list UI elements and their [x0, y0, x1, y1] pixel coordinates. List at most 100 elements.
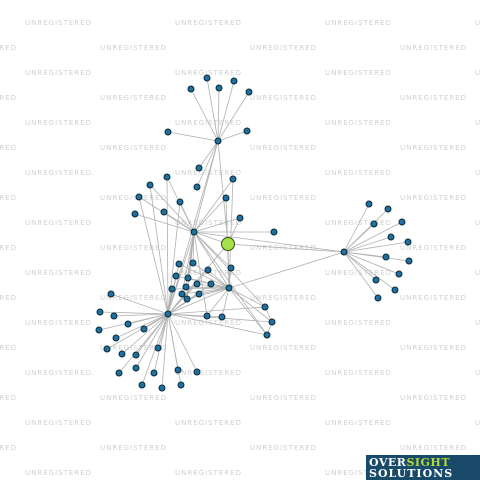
graph-node [387, 233, 395, 241]
graph-hub-node [164, 310, 172, 318]
graph-node [230, 77, 238, 85]
graph-node [135, 193, 143, 201]
watermark-text: UNREGISTERED [250, 94, 317, 102]
watermark-text: UNREGISTERED [250, 194, 317, 202]
graph-edge [196, 140, 219, 188]
graph-edge [343, 221, 403, 253]
watermark-text: UNREGISTERED [325, 269, 392, 277]
graph-node [172, 272, 180, 280]
graph-node [107, 290, 115, 298]
graph-hub-node [225, 284, 233, 292]
graph-edge [228, 287, 266, 308]
logo-word-sight: SIGHT [406, 456, 451, 469]
graph-node [146, 181, 154, 189]
graph-node [184, 274, 192, 282]
watermark-text: UNREGISTERED [25, 169, 92, 177]
graph-node [384, 205, 392, 213]
graph-node [182, 283, 190, 291]
graph-edge [153, 313, 169, 374]
watermark-text: UNREGISTERED [0, 244, 17, 252]
watermark-text: UNREGISTERED [100, 94, 167, 102]
graph-edge [343, 203, 370, 253]
graph-node [203, 74, 211, 82]
graph-edge [181, 231, 195, 295]
graph-edge [167, 287, 230, 315]
graph-edge [115, 313, 169, 339]
graph-node [177, 381, 185, 389]
graph-node [118, 350, 126, 358]
graph-edge [193, 197, 227, 233]
graph-edge [110, 293, 169, 315]
watermark-text: UNREGISTERED [250, 144, 317, 152]
watermark-text: UNREGISTERED [25, 469, 92, 477]
graph-node [207, 280, 215, 288]
graph-edge [217, 87, 220, 142]
graph-edge [221, 287, 230, 318]
graph-edge [190, 88, 219, 142]
graph-node [193, 280, 201, 288]
graph-edge [99, 311, 169, 315]
graph-edge [193, 231, 345, 253]
graph-node [222, 194, 230, 202]
watermark-text: UNREGISTERED [400, 94, 467, 102]
graph-node [103, 345, 111, 353]
watermark-text: UNREGISTERED [25, 419, 92, 427]
graph-hub-node [340, 248, 348, 256]
graph-edge [206, 77, 219, 142]
graph-node [203, 312, 211, 320]
watermark-text: UNREGISTERED [25, 319, 92, 327]
oversight-solutions-logo: OVERSIGHT SOLUTIONS [366, 455, 480, 480]
graph-node [95, 326, 103, 334]
watermark-text: UNREGISTERED [0, 194, 17, 202]
graph-node [372, 276, 380, 284]
watermark-text: UNREGISTERED [475, 419, 480, 427]
watermark-text: UNREGISTERED [325, 469, 392, 477]
graph-edge [98, 313, 169, 331]
graph-node [178, 290, 186, 298]
graph-node [405, 257, 413, 265]
watermark-text: UNREGISTERED [250, 394, 317, 402]
graph-node [124, 320, 132, 328]
watermark-text: UNREGISTERED [400, 244, 467, 252]
watermark-text: UNREGISTERED [100, 294, 167, 302]
graph-edge [343, 251, 377, 281]
watermark-text: UNREGISTERED [400, 394, 467, 402]
graph-edge [166, 176, 169, 315]
watermark-text: UNREGISTERED [475, 219, 480, 227]
graph-edge [343, 241, 409, 253]
graph-edge [193, 231, 230, 289]
graph-edge [181, 287, 230, 295]
graph-edge [228, 287, 268, 336]
watermark-text: UNREGISTERED [325, 419, 392, 427]
watermark-text: UNREGISTERED [475, 119, 480, 127]
graph-node [218, 313, 226, 321]
graph-edge [343, 251, 410, 262]
graph-edge [167, 313, 268, 336]
graph-edge [228, 287, 273, 323]
watermark-text: UNREGISTERED [0, 44, 17, 52]
watermark-text: UNREGISTERED [175, 419, 242, 427]
node-layer [95, 74, 413, 392]
graph-edge [217, 130, 248, 142]
graph-node [131, 210, 139, 218]
watermark-text: UNREGISTERED [250, 44, 317, 52]
graph-edge [149, 184, 195, 233]
watermark-text: UNREGISTERED [25, 369, 92, 377]
graph-edge [193, 217, 241, 233]
graph-node [112, 334, 120, 342]
watermark-text: UNREGISTERED [100, 444, 167, 452]
graph-edge [167, 131, 219, 142]
graph-node [138, 381, 146, 389]
graph-node [365, 200, 373, 208]
watermark-text: UNREGISTERED [475, 319, 480, 327]
graph-node [263, 331, 271, 339]
graph-edge [198, 140, 219, 169]
watermark-text: UNREGISTERED [325, 369, 392, 377]
watermark-text: UNREGISTERED [25, 19, 92, 27]
graph-node [243, 127, 251, 135]
graph-node [164, 128, 172, 136]
logo-word-over: OVER [369, 456, 407, 469]
watermark-text: UNREGISTERED [475, 19, 480, 27]
graph-node [193, 183, 201, 191]
graph-edge [193, 231, 208, 317]
